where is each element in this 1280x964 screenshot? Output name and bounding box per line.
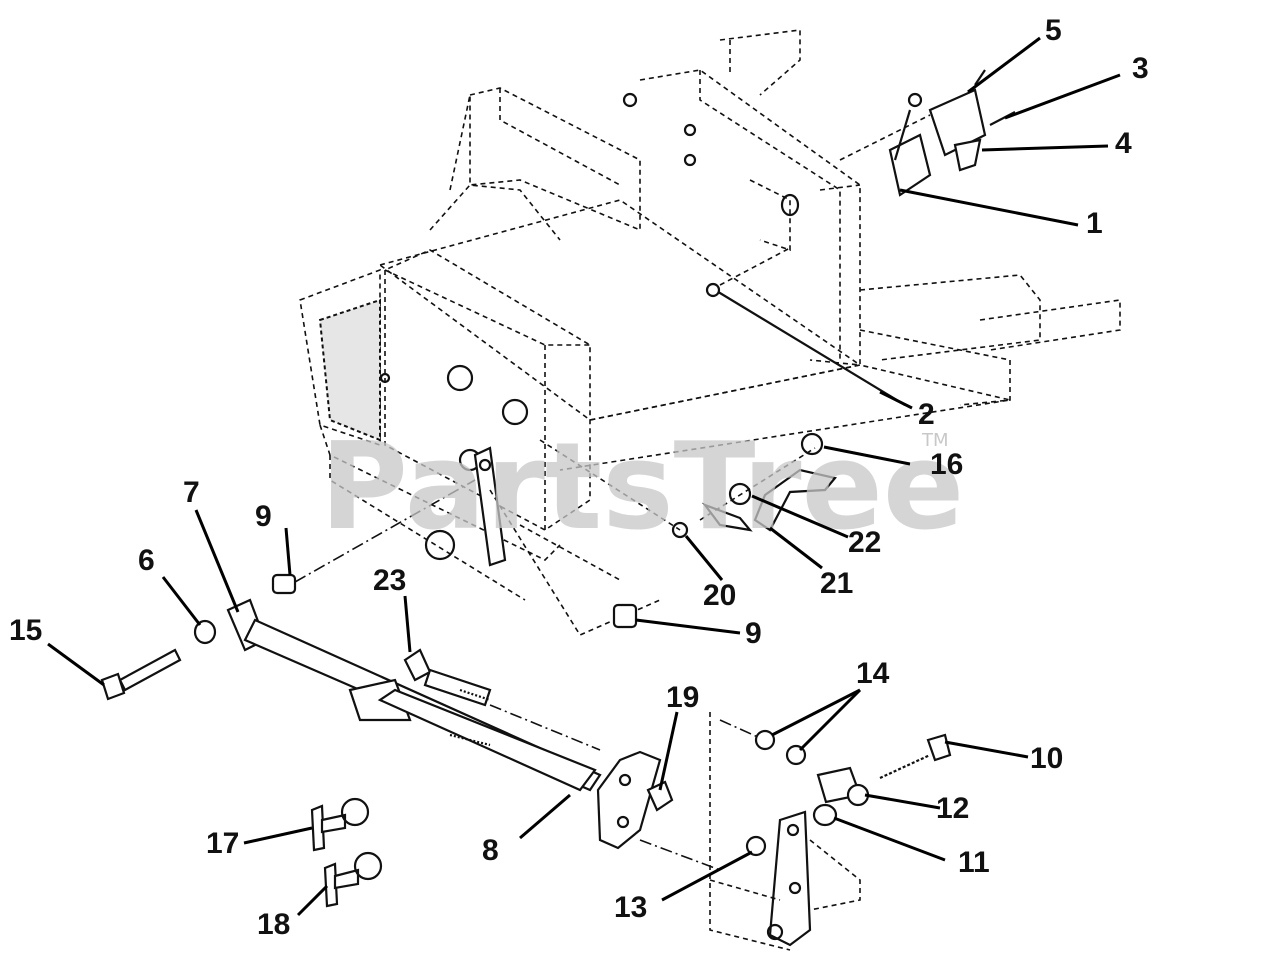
callout-13: 13: [614, 891, 647, 924]
callout-4: 4: [1115, 127, 1132, 160]
callout-15: 15: [9, 614, 42, 647]
partstree-watermark: PartsTree TM: [320, 418, 964, 557]
callout-5: 5: [1045, 14, 1062, 47]
chassis-frame: [299, 29, 1121, 601]
callout-16: 16: [930, 448, 963, 481]
callout-8: 8: [482, 834, 499, 867]
callout-22: 22: [848, 526, 881, 559]
callout-2: 2: [918, 398, 935, 431]
callout-18: 18: [257, 908, 290, 941]
callout-19: 19: [666, 681, 699, 714]
callout-12: 12: [936, 792, 969, 825]
watermark-tm: TM: [921, 430, 949, 451]
callout-9-right: 9: [745, 617, 762, 650]
callout-21: 21: [820, 567, 853, 600]
callout-10: 10: [1030, 742, 1063, 775]
leader-lines: [47, 36, 1121, 917]
callout-23: 23: [373, 564, 406, 597]
watermark-text: PartsTree: [320, 418, 964, 557]
callout-7: 7: [183, 476, 200, 509]
callout-labels: 5 3 4 1 2 16 22 21 20 9 9 7 6 15 23 19 1…: [9, 14, 1149, 941]
callout-11: 11: [958, 846, 990, 879]
callout-1: 1: [1086, 207, 1103, 240]
callout-17: 17: [206, 827, 239, 860]
linkage-assembly: [100, 69, 1016, 951]
callout-20: 20: [703, 579, 736, 612]
callout-3: 3: [1132, 52, 1149, 85]
callout-14: 14: [856, 657, 890, 690]
callout-6: 6: [138, 544, 155, 577]
callout-9-left: 9: [255, 500, 272, 533]
